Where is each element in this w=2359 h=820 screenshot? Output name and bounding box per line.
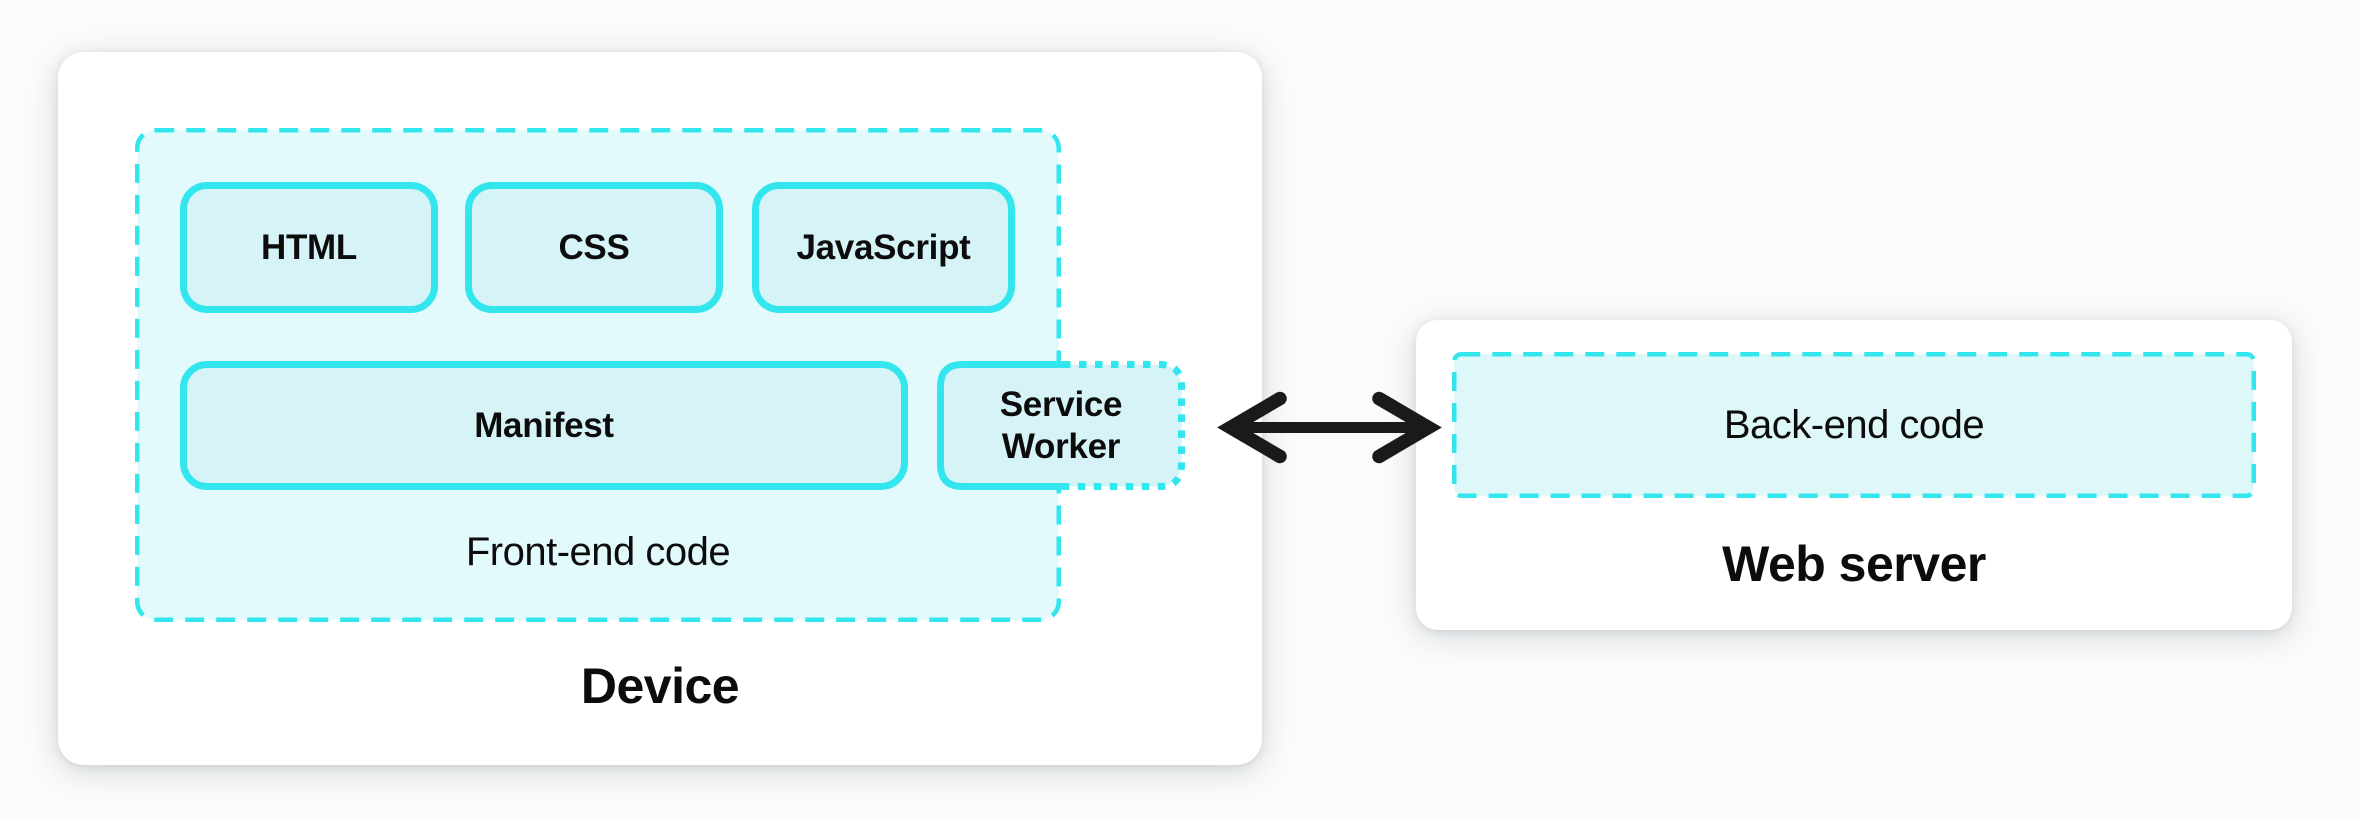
manifest-box: Manifest — [180, 361, 908, 490]
sync-arrow-left-head — [1217, 391, 1287, 464]
html-box-label: HTML — [261, 227, 357, 267]
service-worker-box — [937, 361, 1185, 490]
service-worker-border-solid — [937, 361, 1063, 490]
front-end-code-label: Front-end code — [465, 529, 731, 574]
service-worker-label: Service Worker — [999, 384, 1123, 466]
javascript-box: JavaScript — [752, 182, 1015, 313]
service-worker-box-fill — [940, 364, 1182, 487]
css-box-label: CSS — [558, 227, 630, 267]
web-server-label: Web server — [1722, 536, 1986, 592]
sync-arrow-icon — [1217, 391, 1442, 464]
sync-arrow-right-head — [1372, 391, 1442, 464]
back-end-region — [1452, 352, 2256, 498]
javascript-box-label: JavaScript — [796, 227, 971, 267]
device-label: Device — [580, 658, 740, 714]
html-box: HTML — [180, 182, 438, 313]
css-box: CSS — [465, 182, 723, 313]
manifest-box-label: Manifest — [474, 405, 614, 445]
back-end-code-label: Back-end code — [1723, 402, 1985, 447]
